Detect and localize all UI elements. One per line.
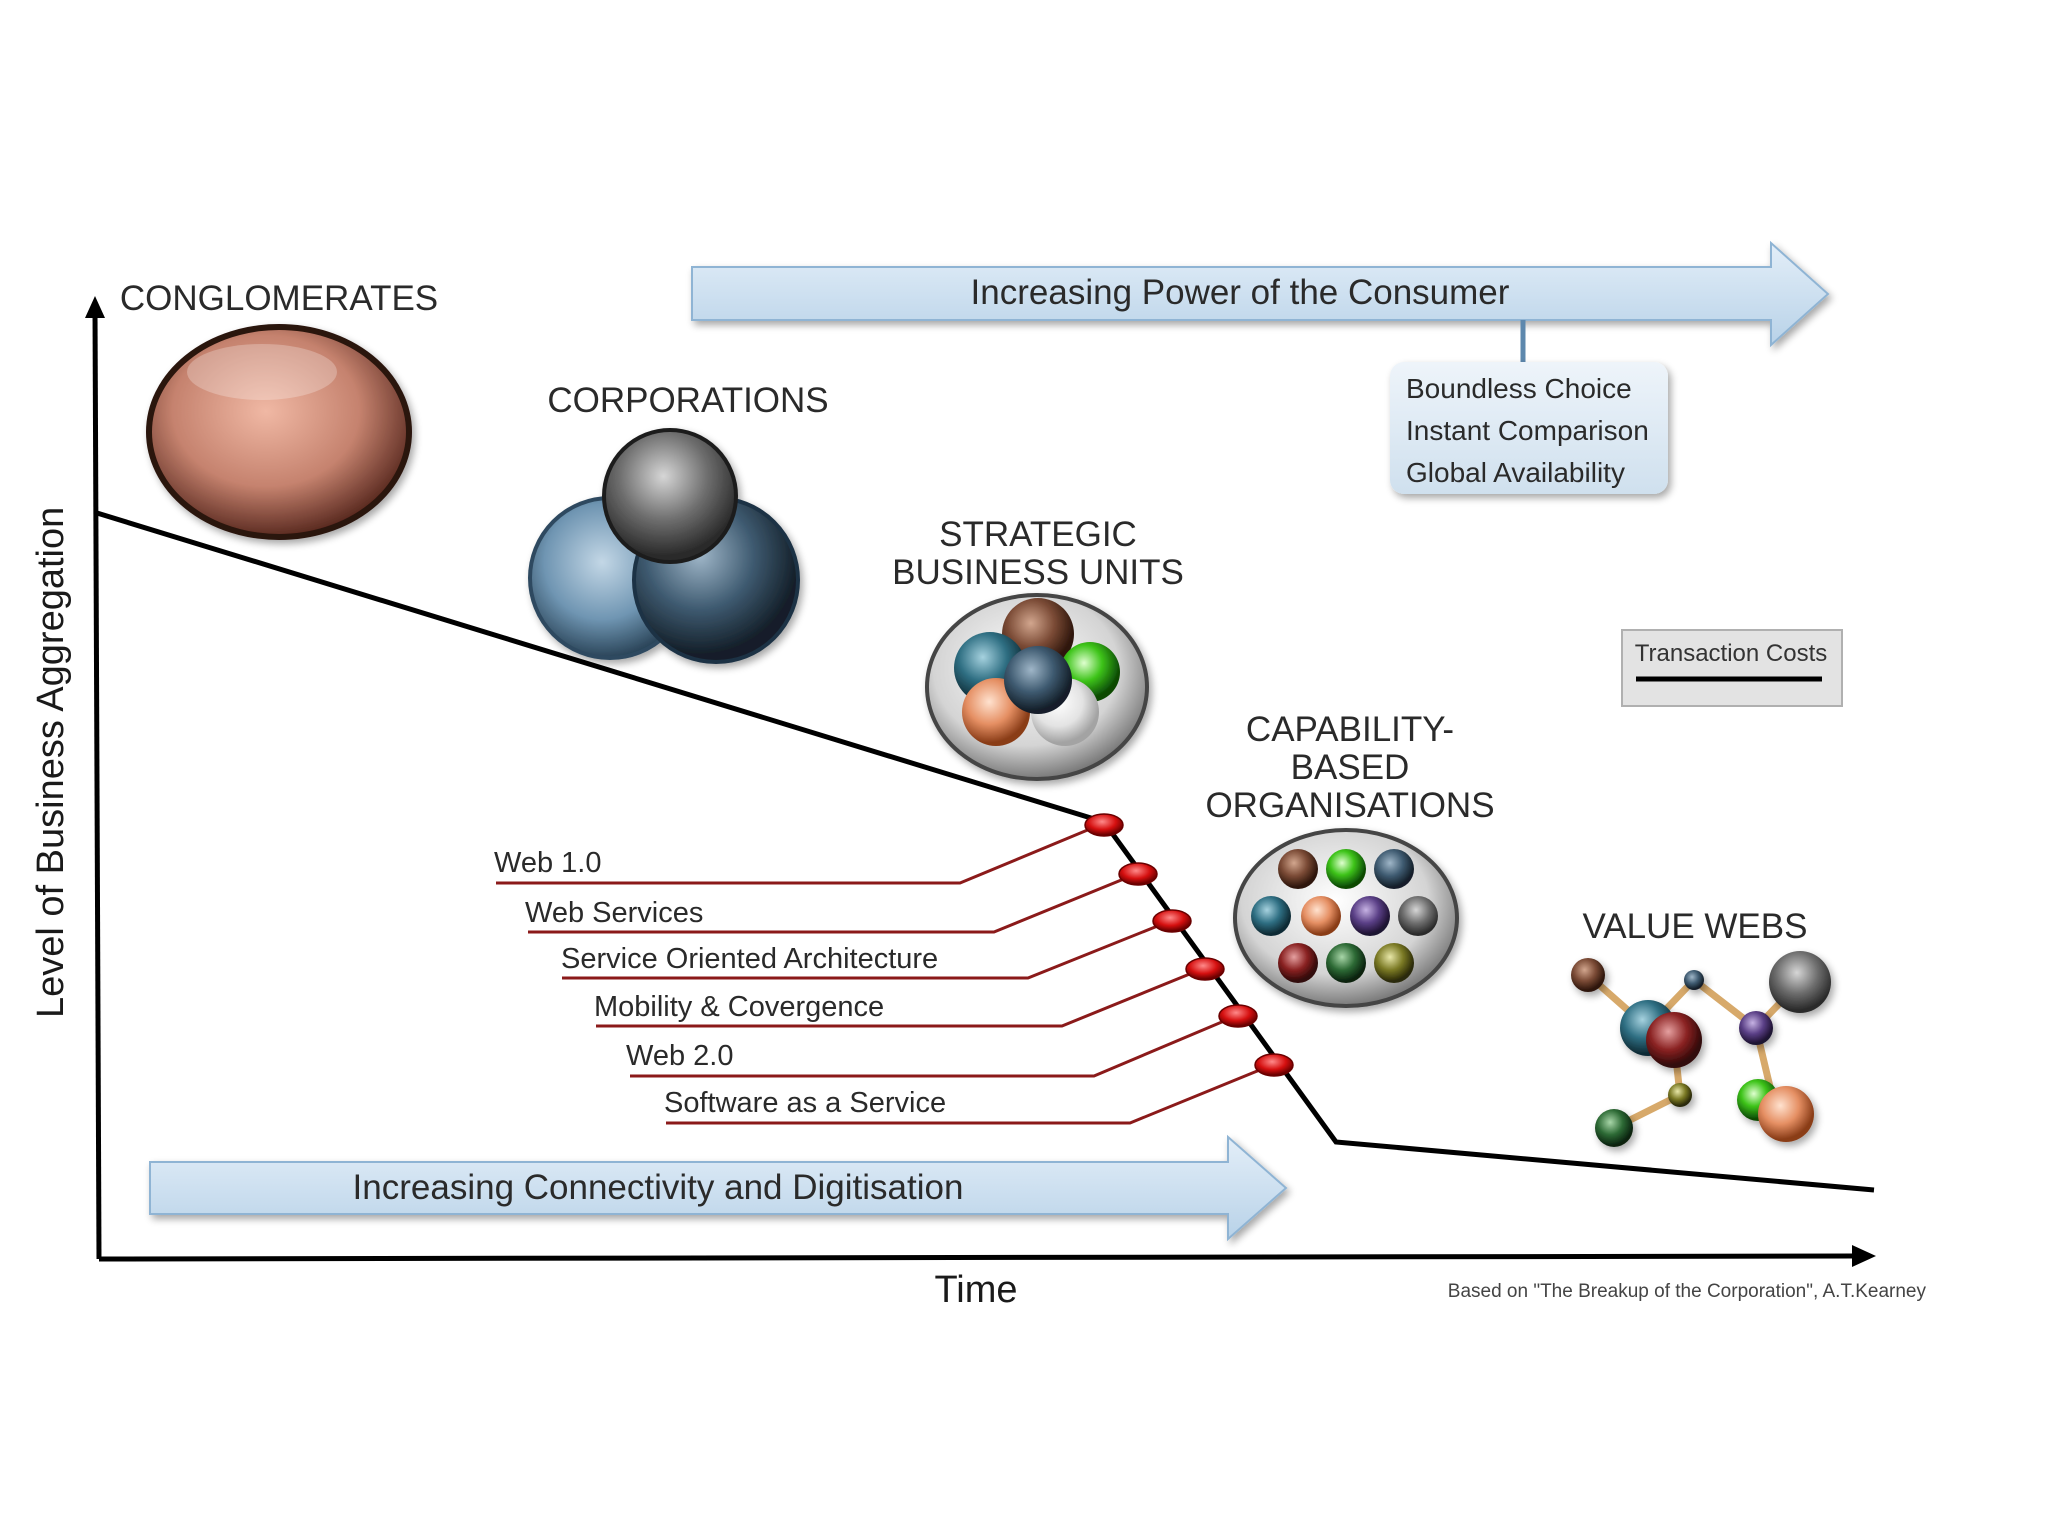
connectivity-arrow-label: Increasing Connectivity and Digitisation <box>353 1168 964 1207</box>
technology-milestones: Web 1.0 Web Services Service Oriented Ar… <box>494 813 1294 1125</box>
consumer-benefits-box <box>1390 362 1668 494</box>
tech-label-web-2-0: Web 2.0 <box>626 1040 733 1072</box>
consumer-arrow-label: Increasing Power of the Consumer <box>971 273 1510 312</box>
y-axis-arrowhead <box>85 296 105 318</box>
x-axis <box>98 1253 1856 1262</box>
tech-web-services: Web Services <box>525 862 1158 934</box>
benefit-global-availability: Global Availability <box>1406 457 1625 488</box>
connectivity-arrow-shape <box>149 1134 1288 1242</box>
tech-mobility: Mobility & Covergence <box>594 957 1225 1028</box>
y-axis <box>92 309 102 1260</box>
tech-label-saas: Software as a Service <box>664 1087 946 1119</box>
x-axis-label: Time <box>934 1269 1017 1311</box>
axes: Level of Business Aggregation Time <box>30 296 1876 1311</box>
tech-web-2-0: Web 2.0 <box>626 1004 1258 1078</box>
sbu-cluster <box>925 593 1149 781</box>
stage-label-corporations: CORPORATIONS <box>547 381 828 420</box>
stage-label-value-webs: VALUE WEBS <box>1583 907 1808 946</box>
tech-web-1-0: Web 1.0 <box>494 813 1124 885</box>
tech-label-mobility: Mobility & Covergence <box>594 991 884 1023</box>
legend-label: Transaction Costs <box>1635 640 1828 667</box>
value-web-nodes <box>1571 951 1831 1147</box>
connectivity-arrow <box>149 1134 1288 1242</box>
stage-label-cbo-line1: CAPABILITY- <box>1246 710 1454 749</box>
benefit-instant-comparison: Instant Comparison <box>1406 415 1649 446</box>
stage-label-sbu-line1: STRATEGIC <box>939 515 1137 554</box>
legend-box <box>1621 629 1843 707</box>
cbo-cluster <box>1233 828 1459 1008</box>
stage-label-conglomerates: CONGLOMERATES <box>120 279 438 318</box>
source-citation: Based on "The Breakup of the Corporation… <box>1448 1281 1927 1302</box>
y-axis-label: Level of Business Aggregation <box>30 507 72 1018</box>
legend: Transaction Costs <box>1621 629 1843 707</box>
consumer-power-arrow <box>691 240 1830 348</box>
corporations-spheres <box>528 428 800 664</box>
corporation-sphere-top <box>602 428 738 564</box>
tech-soa: Service Oriented Architecture <box>561 909 1192 980</box>
benefit-boundless-choice: Boundless Choice <box>1406 373 1632 404</box>
conglomerate-sphere <box>146 324 412 540</box>
tech-label-web-1-0: Web 1.0 <box>494 847 601 879</box>
tech-saas: Software as a Service <box>664 1053 1294 1125</box>
tech-label-web-services: Web Services <box>525 897 703 929</box>
stage-label-cbo-line3: ORGANISATIONS <box>1205 786 1494 825</box>
tech-label-soa: Service Oriented Architecture <box>561 943 938 975</box>
x-axis-arrowhead <box>1852 1245 1876 1267</box>
stage-label-sbu-line2: BUSINESS UNITS <box>892 553 1184 592</box>
transaction-cost-curve <box>96 510 1875 1193</box>
stage-label-cbo-line2: BASED <box>1291 748 1410 787</box>
consumer-benefits-bg <box>1390 362 1668 494</box>
consumer-arrow-shape <box>691 240 1830 348</box>
value-web-network <box>1571 951 1831 1147</box>
